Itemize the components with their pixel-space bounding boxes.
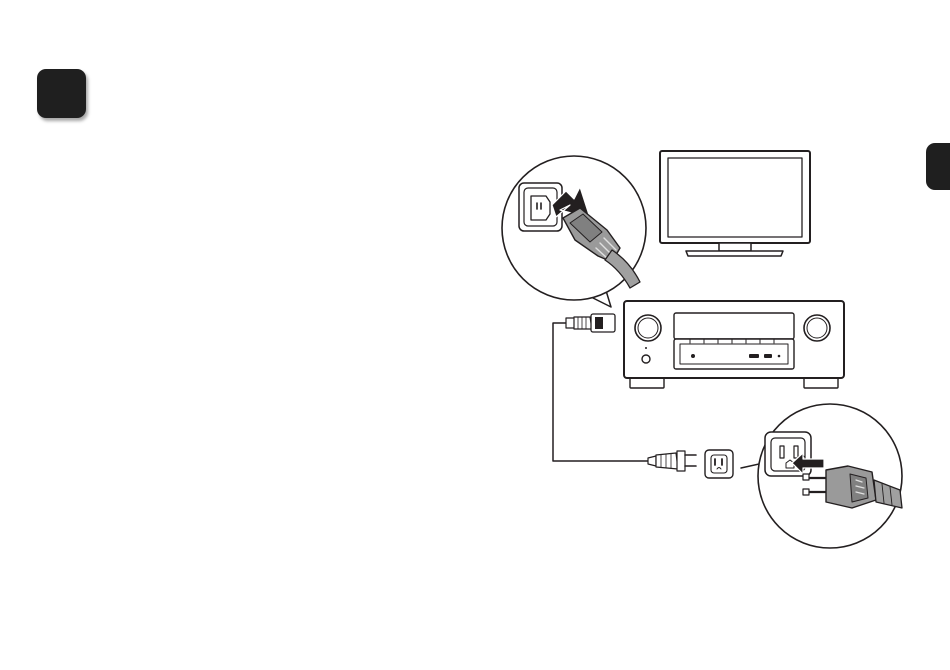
- wall-outlet-icon: [705, 450, 733, 478]
- inlet-closeup: [502, 156, 646, 307]
- tv-icon: [660, 151, 810, 256]
- plug-closeup: [741, 404, 902, 548]
- receiver-icon: [624, 301, 844, 388]
